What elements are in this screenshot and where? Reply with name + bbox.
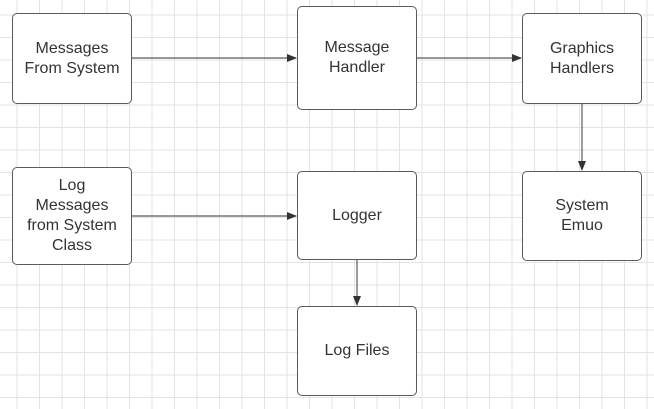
node-graphics-handlers[interactable]: Graphics Handlers [522,13,642,104]
node-message-handler[interactable]: Message Handler [297,6,417,110]
node-system-emuo[interactable]: System Emuo [522,171,642,261]
node-log-messages[interactable]: Log Messages from System Class [12,167,132,265]
node-logger[interactable]: Logger [297,171,417,260]
node-log-files[interactable]: Log Files [297,306,417,396]
node-messages-from-system[interactable]: Messages From System [12,13,132,104]
